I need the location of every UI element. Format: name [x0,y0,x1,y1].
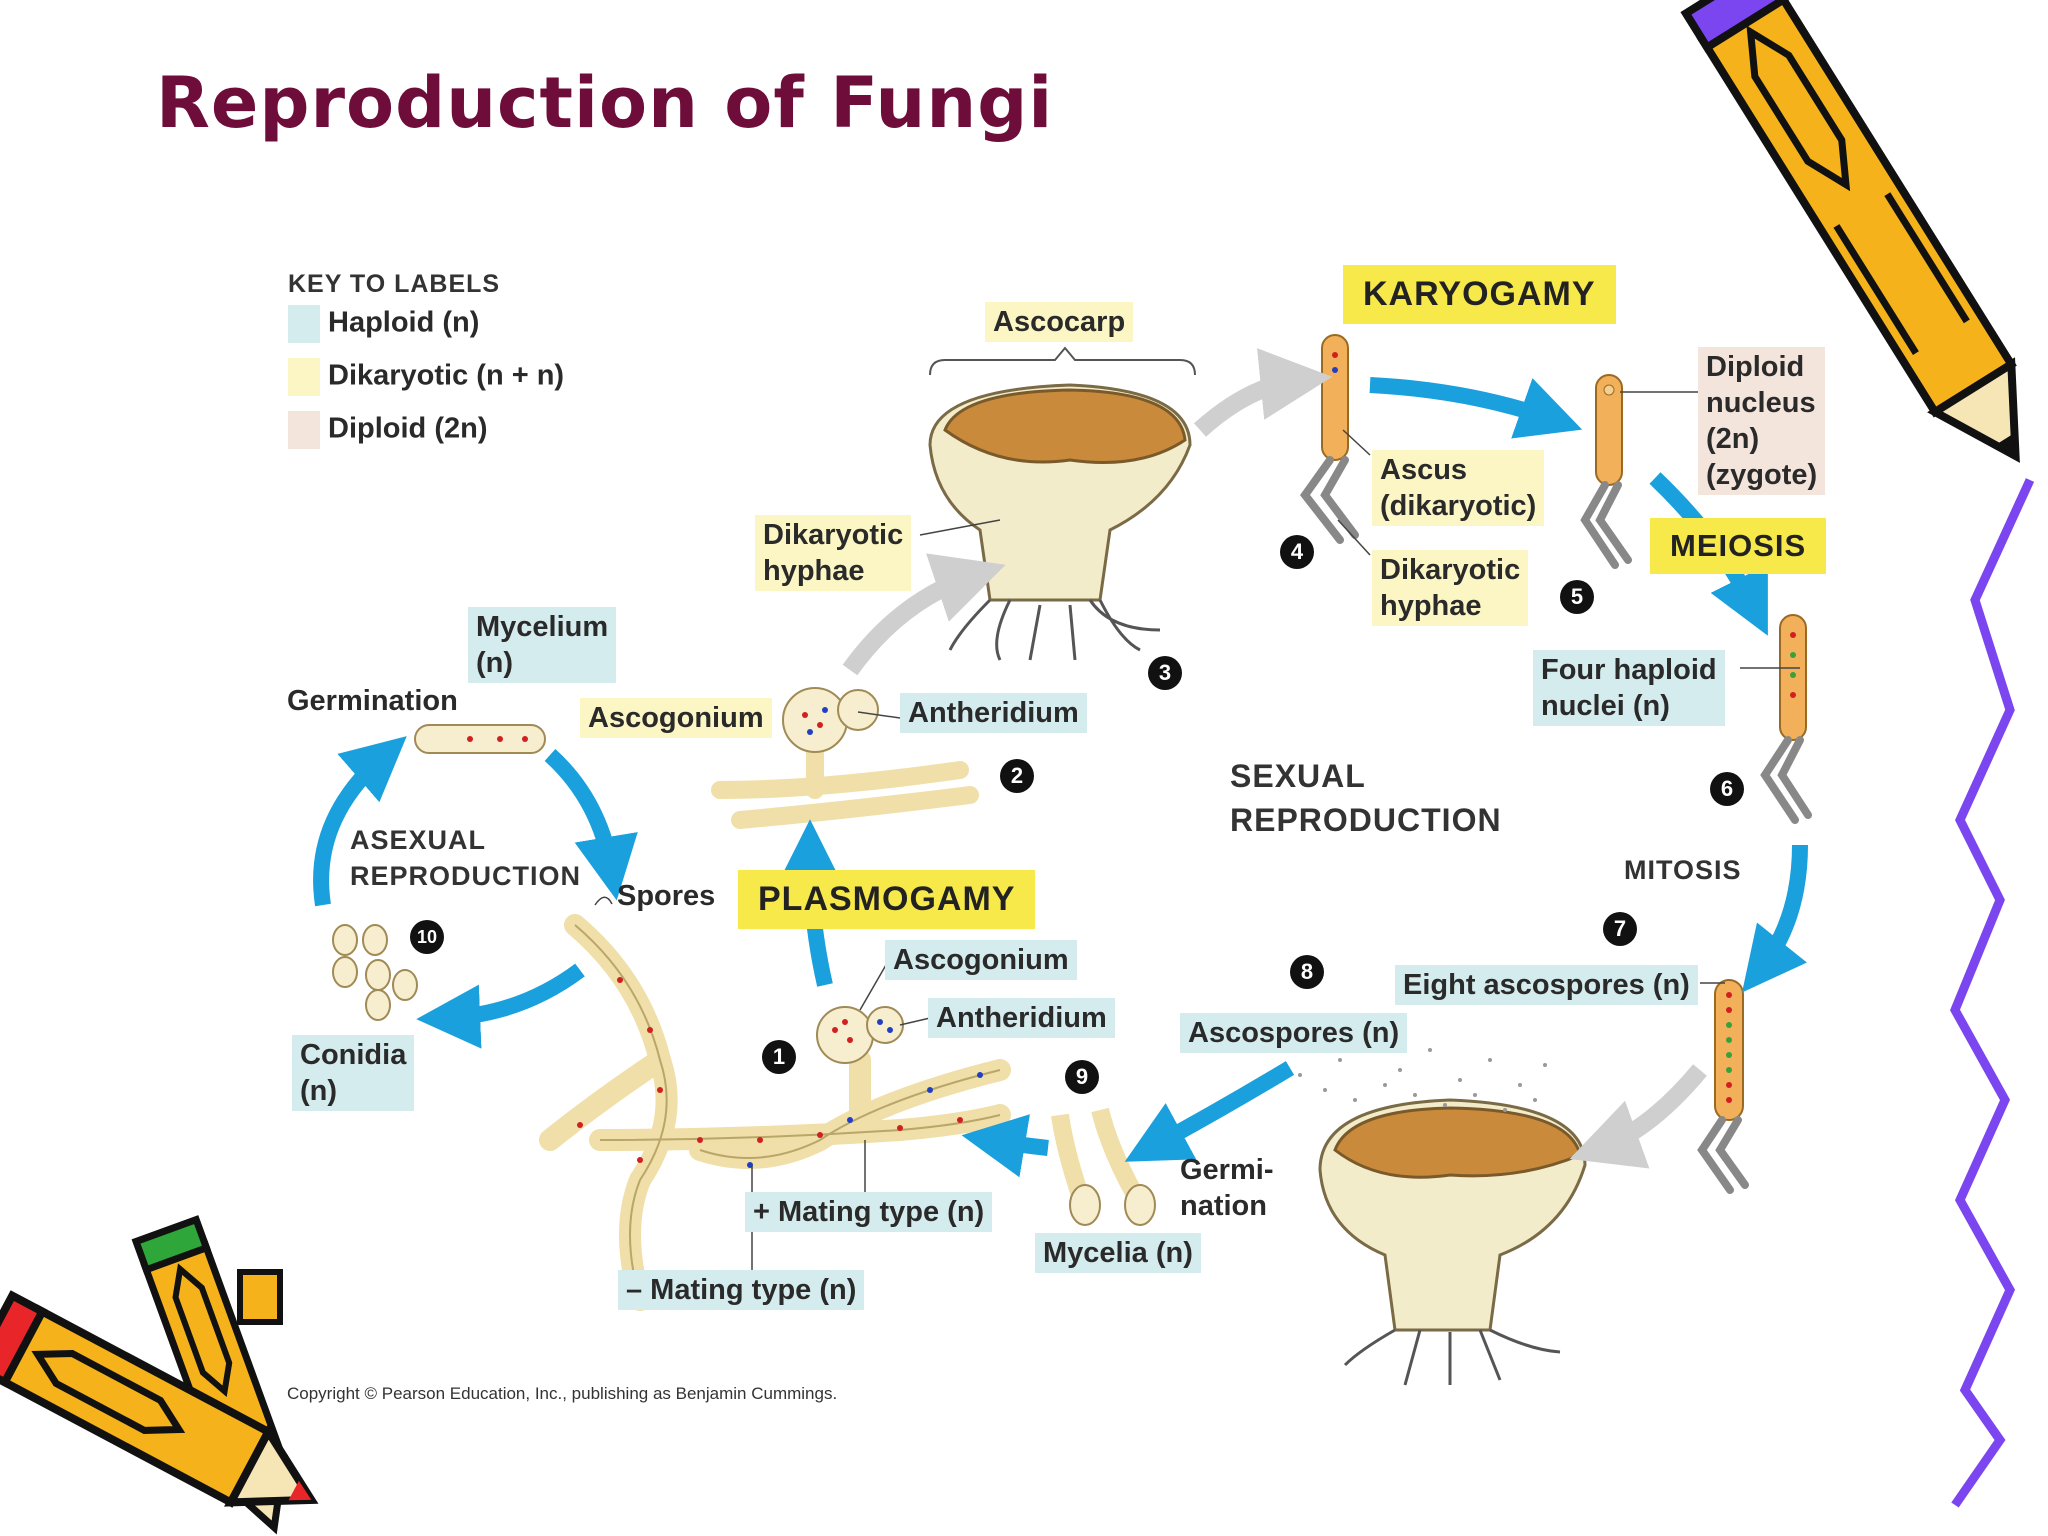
arrow-asexual-up [313,736,407,907]
label-germination: Germination [287,685,458,717]
pencil-icon-bottom-2 [0,1290,319,1508]
label-ascogonium-top: Ascogonium [580,698,772,738]
arrow-conidia [416,963,585,1049]
asexual-reproduction-label: ASEXUAL REPRODUCTION [350,825,582,891]
key-item-dikaryotic: Dikaryotic (n + n) [288,358,564,396]
hyphae-nuclei [577,977,983,1168]
dikaryotic-swatch [288,358,320,396]
ascus-dikaryotic [1300,334,1359,544]
conidia [332,924,418,1021]
label-ascogonium-bottom: Ascogonium [885,940,1077,980]
ascus-diploid [1580,374,1632,569]
label-germination-2: Germi- nation [1180,1154,1274,1222]
arrow-karyogamy [1369,377,1583,439]
step-number-1: 1 [762,1040,796,1074]
stage-karyogamy: KARYOGAMY [1343,265,1616,324]
arrow-ascospores-to-mycelia [1124,1061,1295,1162]
ascogonium-bottom-cell [816,1006,904,1064]
pencil-icon-top [1680,0,2020,463]
haploid-swatch [288,305,320,343]
stage-mitosis: MITOSIS [1624,855,1742,885]
step-number-9: 9 [1065,1060,1099,1094]
label-ascocarp: Ascocarp [985,302,1134,342]
step-number-4: 4 [1280,535,1314,569]
arrow-spores [544,749,638,901]
slide-title: Reproduction of Fungi [156,62,1054,144]
ascus-four-nuclei [1760,614,1812,824]
ascus-eight-spores [1697,979,1749,1194]
ascospore-cloud [1298,1038,1547,1112]
germination-hypha [414,724,546,754]
ascocarp-top [928,383,1192,661]
key-title: KEY TO LABELS [288,270,501,298]
label-four-haploid-nuclei: Four haploid nuclei (n) [1533,650,1725,726]
ascogonium-top-cell [782,687,879,753]
step-number-5: 5 [1560,580,1594,614]
stage-plasmogamy: PLASMOGAMY [738,870,1036,929]
label-mycelia: Mycelia (n) [1035,1233,1201,1273]
copyright-notice: Copyright © Pearson Education, Inc., pub… [287,1384,838,1403]
label-dikaryotic-hyphae-2: Dikaryotic hyphae [1372,550,1529,626]
label-eight-ascospores: Eight ascospores (n) [1395,965,1698,1005]
label-antheridium-top: Antheridium [900,693,1087,733]
arrow-mycelia-to-hyphae [961,1114,1049,1178]
label-spores: Spores [617,880,716,912]
step-number-3: 3 [1148,656,1182,690]
decorative-squiggle [1950,478,2035,1508]
label-diploid-nucleus: Diploid nucleus (2n) (zygote) [1698,347,1826,495]
stage-meiosis: MEIOSIS [1650,518,1827,574]
step-number-2: 2 [1000,759,1034,793]
ascocarp-bracket [929,346,1196,376]
pencil-band [237,1269,283,1325]
label-antheridium-bottom: Antheridium [928,998,1115,1038]
sexual-reproduction-label: SEXUAL REPRODUCTION [1230,758,1502,838]
label-ascus: Ascus (dikaryotic) [1372,450,1545,526]
label-conidia: Conidia (n) [292,1035,415,1111]
key-item-haploid: Haploid (n) [288,305,479,343]
arrow-mitosis [1742,844,1808,993]
label-ascospores: Ascospores (n) [1180,1013,1408,1053]
step-number-7: 7 [1603,912,1637,946]
blue-arrows [313,377,1808,1178]
key-item-diploid: Diploid (2n) [288,411,487,449]
mycelia-germinating [1051,1107,1156,1226]
label-plus-mating-type: + Mating type (n) [745,1192,993,1232]
step-number-10: 10 [410,920,444,954]
label-minus-mating-type: – Mating type (n) [618,1270,865,1310]
label-dikaryotic-hyphae-1: Dikaryotic hyphae [755,515,912,591]
label-mycelium: Mycelium (n) [468,607,617,683]
diploid-swatch [288,411,320,449]
grey-arrows [842,348,1707,1169]
step-number-6: 6 [1710,772,1744,806]
ascocarp-bottom [1318,1098,1587,1386]
step-number-8: 8 [1290,955,1324,989]
